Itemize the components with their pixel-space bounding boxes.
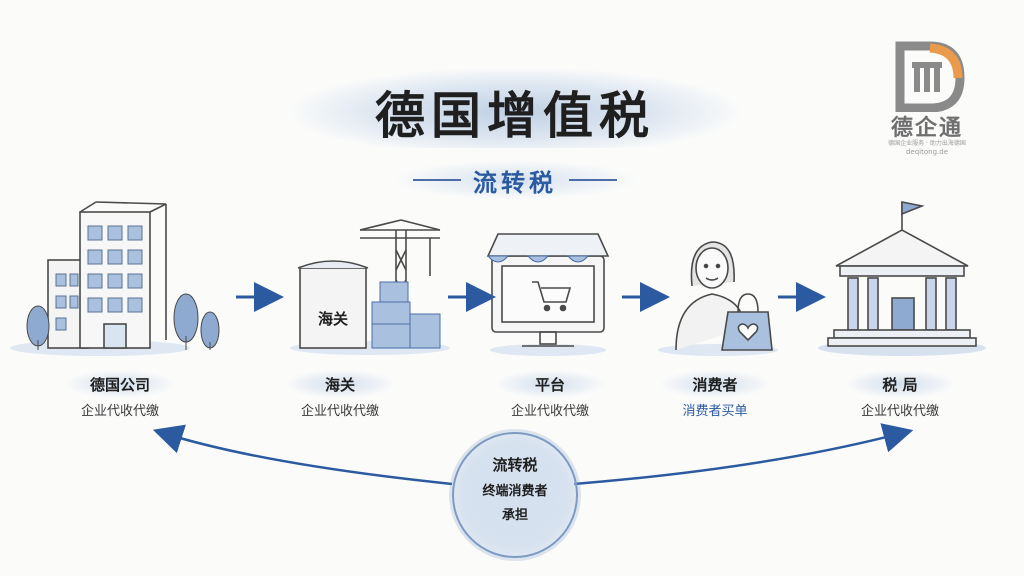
subtitle-rule-left xyxy=(413,179,461,181)
tax-office-icon xyxy=(818,202,986,356)
node-desc-company: 企业代收代缴 xyxy=(50,400,190,419)
tax-burden-circle: 流转税 终端消费者 承担 xyxy=(452,432,578,558)
circle-line-3: 承担 xyxy=(454,504,576,523)
node-desc-platform: 企业代收代缴 xyxy=(480,400,620,419)
node-label-customs: 海关 xyxy=(270,374,410,395)
logo-d-mark-icon xyxy=(872,40,982,112)
node-desc-customs: 企业代收代缴 xyxy=(270,400,410,419)
logo-tagline: 德国企业服务 · 助力出海德国 xyxy=(872,138,982,147)
node-label-consumer: 消费者 xyxy=(645,374,785,395)
node-desc-tax-office: 企业代收代缴 xyxy=(830,400,970,419)
shop-platform-icon xyxy=(488,234,608,356)
logo-domain: deqitong.de xyxy=(872,148,982,156)
flow-illustrations: 海关 xyxy=(0,190,1024,370)
circle-line-2: 终端消费者 xyxy=(454,480,576,499)
node-label-company: 德国公司 xyxy=(50,374,190,395)
consumer-shopping-icon xyxy=(658,242,778,356)
customs-sign-label: 海关 xyxy=(318,310,348,328)
page-title: 德国增值税 xyxy=(290,76,740,148)
curve-arrow-right-icon xyxy=(574,432,906,484)
curve-arrow-left-icon xyxy=(160,432,452,484)
node-label-platform: 平台 xyxy=(480,374,620,395)
node-label-tax-office: 税 局 xyxy=(830,374,970,395)
customs-port-icon: 海关 xyxy=(290,220,450,355)
office-building-icon xyxy=(10,202,219,356)
brand-logo: 德企通 德国企业服务 · 助力出海德国 deqitong.de xyxy=(872,40,982,160)
node-desc-consumer: 消费者买单 xyxy=(645,400,785,419)
circle-line-1: 流转税 xyxy=(454,454,576,475)
subtitle-rule-right xyxy=(569,179,617,181)
